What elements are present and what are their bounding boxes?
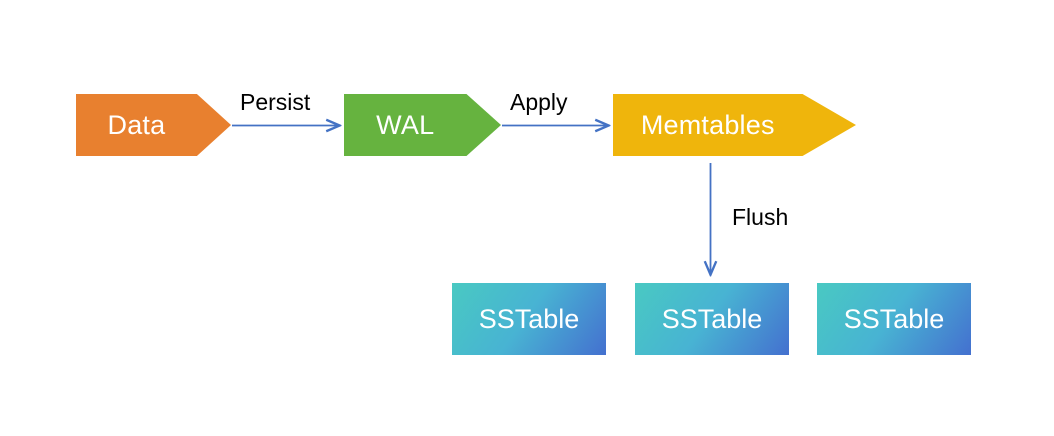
node-wal-shape [344,94,501,156]
node-sstable-3[interactable]: SSTable [817,283,971,355]
node-wal[interactable]: WAL [344,94,501,156]
node-wal-label: WAL [376,109,435,140]
edge-label-flush: Flush [732,204,789,230]
node-sstable-3-label: SSTable [843,303,945,334]
edge-label-apply: Apply [510,89,568,115]
node-data[interactable]: Data [76,94,231,156]
node-data-shape [76,94,231,156]
edge-label-persist: Persist [240,89,311,115]
node-sstable-1[interactable]: SSTable [452,283,606,355]
node-sstable-2-label: SSTable [661,303,763,334]
node-memtables[interactable]: Memtables [613,94,856,156]
node-sstable-2[interactable]: SSTable [635,283,789,355]
node-memtables-shape [613,94,856,156]
node-sstable-1-label: SSTable [478,303,580,334]
node-data-label: Data [107,109,166,140]
node-memtables-label: Memtables [640,109,775,140]
